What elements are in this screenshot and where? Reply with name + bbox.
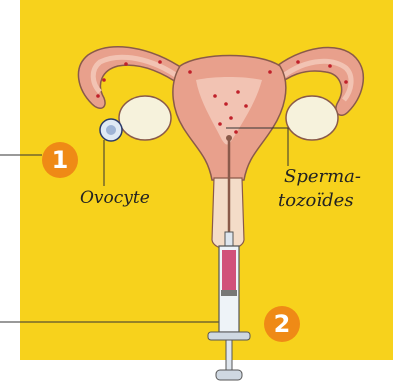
syringe-plunger-seal [221,290,237,296]
ovocyte-nucleus [106,125,116,135]
sperm-dot [234,130,238,134]
spermatozoides-label-line2: tozoïdes [278,190,354,211]
sperm-dot [296,60,300,64]
syringe-needle-hub [225,232,233,246]
sperm-dot [328,64,332,68]
ovocyte-label: Ovocyte [80,188,150,208]
sperm-dot [244,104,248,108]
step-2-badge: 2 [264,306,300,342]
syringe-fluid [222,250,236,290]
catheter-tip [226,135,232,141]
syringe-plunger-rod [226,340,232,370]
syringe-plunger-head [216,370,242,380]
sperm-dot [188,70,192,74]
sperm-dot [102,78,106,82]
sperm-dot [224,102,228,106]
sperm-dot [213,94,217,98]
sperm-dot [218,122,222,126]
ovary-left [119,96,171,140]
syringe-flange [208,332,250,340]
sperm-dot [96,94,100,98]
sperm-dot [158,60,162,64]
sperm-dot [229,116,233,120]
sperm-dot [268,70,272,74]
ovary-right [286,96,338,140]
sperm-dot [124,62,128,66]
sperm-dot [236,90,240,94]
sperm-dot [344,80,348,84]
step-1-badge: 1 [42,142,78,178]
spermatozoides-label-line1: Sperma- [284,166,361,187]
